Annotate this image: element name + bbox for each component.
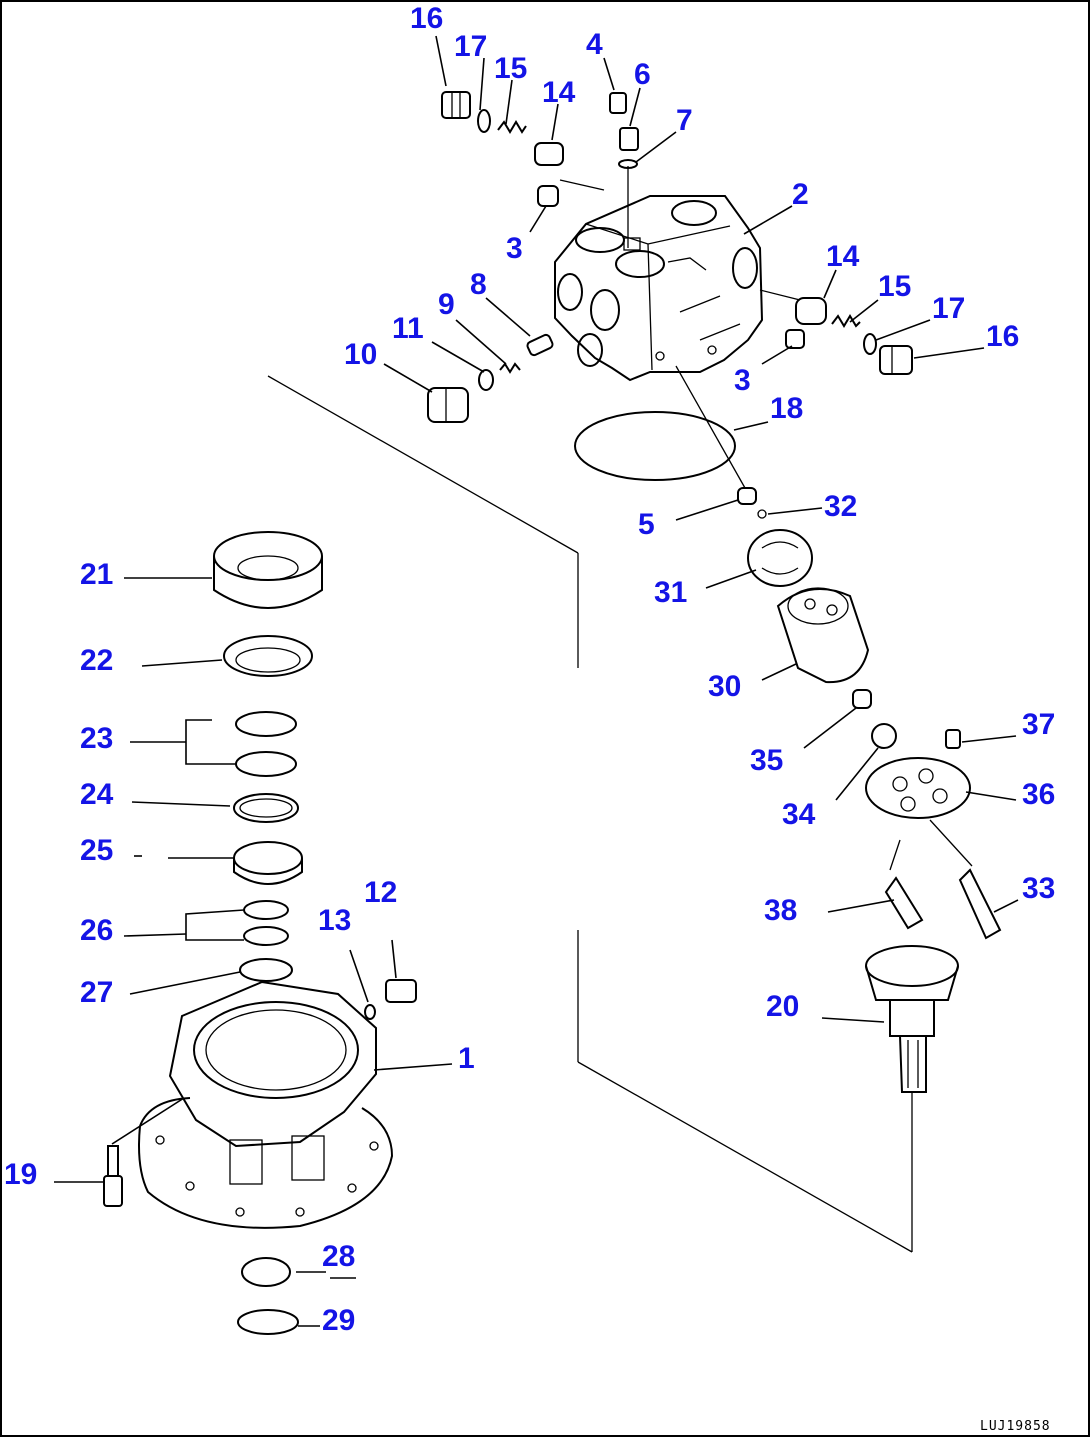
callout-17-right: 17 (932, 292, 965, 325)
callout-labels: 16 17 15 14 4 6 7 2 3 14 15 17 16 3 8 9 … (4, 2, 1055, 1337)
callout-1: 1 (458, 1042, 475, 1075)
callout-31: 31 (654, 576, 687, 609)
callout-20: 20 (766, 990, 799, 1023)
callout-13: 13 (318, 904, 351, 937)
motor-housing (103, 980, 394, 1335)
callout-38: 38 (764, 894, 797, 927)
callout-27: 27 (80, 976, 113, 1009)
callout-33: 33 (1022, 872, 1055, 905)
callout-3-lower: 3 (734, 364, 751, 397)
callout-7: 7 (676, 104, 693, 137)
callout-23: 23 (80, 722, 113, 755)
callout-4: 4 (586, 28, 603, 61)
callout-12: 12 (364, 876, 397, 909)
callout-11: 11 (392, 312, 424, 345)
callout-leaders (54, 35, 1019, 1327)
callout-2: 2 (792, 178, 809, 211)
seal-and-valve-plate-parts (574, 411, 1002, 940)
callout-24: 24 (80, 778, 114, 811)
callout-37: 37 (1022, 708, 1055, 741)
callout-26: 26 (80, 914, 113, 947)
callout-28: 28 (322, 1240, 355, 1273)
bearing-and-seal-stack (213, 531, 417, 1020)
callout-16-right: 16 (986, 320, 1019, 353)
callout-17-upper: 17 (454, 30, 487, 63)
callout-16-upper: 16 (410, 2, 443, 35)
callout-8: 8 (470, 268, 487, 301)
assembly-lines (267, 166, 913, 1253)
callout-34: 34 (782, 798, 816, 831)
valve-block (554, 195, 764, 382)
callout-14-right: 14 (826, 240, 860, 273)
callout-21: 21 (80, 558, 113, 591)
callout-10: 10 (344, 338, 377, 371)
callout-25: 25 (80, 834, 113, 867)
callout-9: 9 (438, 288, 455, 321)
callout-30: 30 (708, 670, 741, 703)
callout-15-upper: 15 (494, 52, 527, 85)
callout-22: 22 (80, 644, 113, 677)
callout-14-upper: 14 (542, 76, 576, 109)
upper-valve-parts (427, 91, 913, 423)
callout-32: 32 (824, 490, 857, 523)
callout-3-upper: 3 (506, 232, 523, 265)
callout-5: 5 (638, 508, 655, 541)
callout-19: 19 (4, 1158, 37, 1191)
callout-15-right: 15 (878, 270, 911, 303)
callout-18: 18 (770, 392, 803, 425)
drawing-code: LUJ19858 (980, 1419, 1051, 1434)
callout-36: 36 (1022, 778, 1055, 811)
callout-29: 29 (322, 1304, 355, 1337)
drive-shaft (865, 945, 959, 1093)
callout-35: 35 (750, 744, 783, 777)
callout-6: 6 (634, 58, 651, 91)
